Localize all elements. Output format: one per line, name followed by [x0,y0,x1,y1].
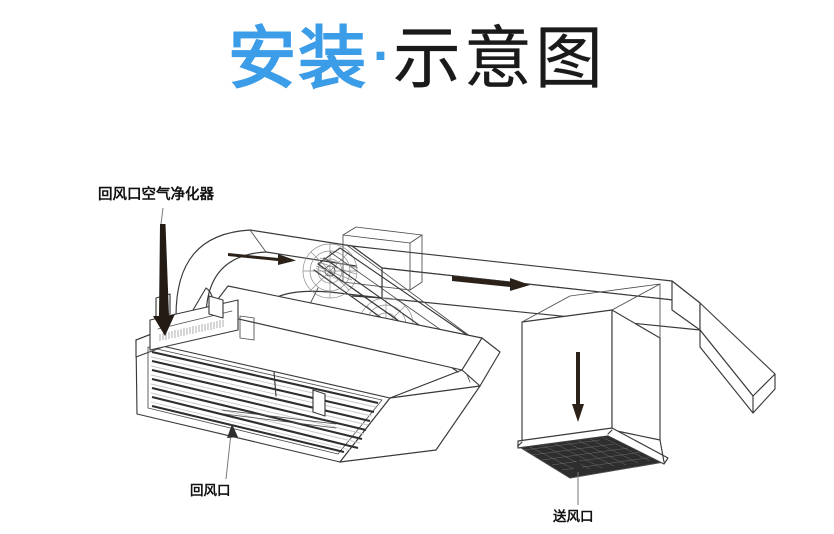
leader-line-purifier [160,207,164,225]
return-air-purifier-unit [135,285,501,463]
page-title: 安装·示意图 [0,25,834,94]
flow-arrow-supply [572,352,584,422]
leader-line-supply-air [572,458,584,505]
panel-label-hatch [159,320,224,341]
label-return-air-inlet: 回风口 [190,483,231,499]
label-supply-air-outlet: 送风口 [553,509,594,525]
flow-arrow-intake [153,224,175,336]
title-bold-text: 安装 [228,20,369,99]
duct-branch [671,280,776,414]
label-return-air-purifier: 回风口空气净化器 [98,187,214,203]
supply-air-outlet [516,283,669,479]
hanger-bracket-mid [208,295,224,319]
flow-arrow-elbow [228,253,296,265]
title-separator-dot: · [372,30,389,82]
hanger-bracket-right [312,389,326,417]
flow-arrow-duct [452,276,530,291]
return-air-grille [150,350,379,454]
leader-line-return-air [225,423,238,480]
title-thin-text: 示意图 [392,20,606,99]
